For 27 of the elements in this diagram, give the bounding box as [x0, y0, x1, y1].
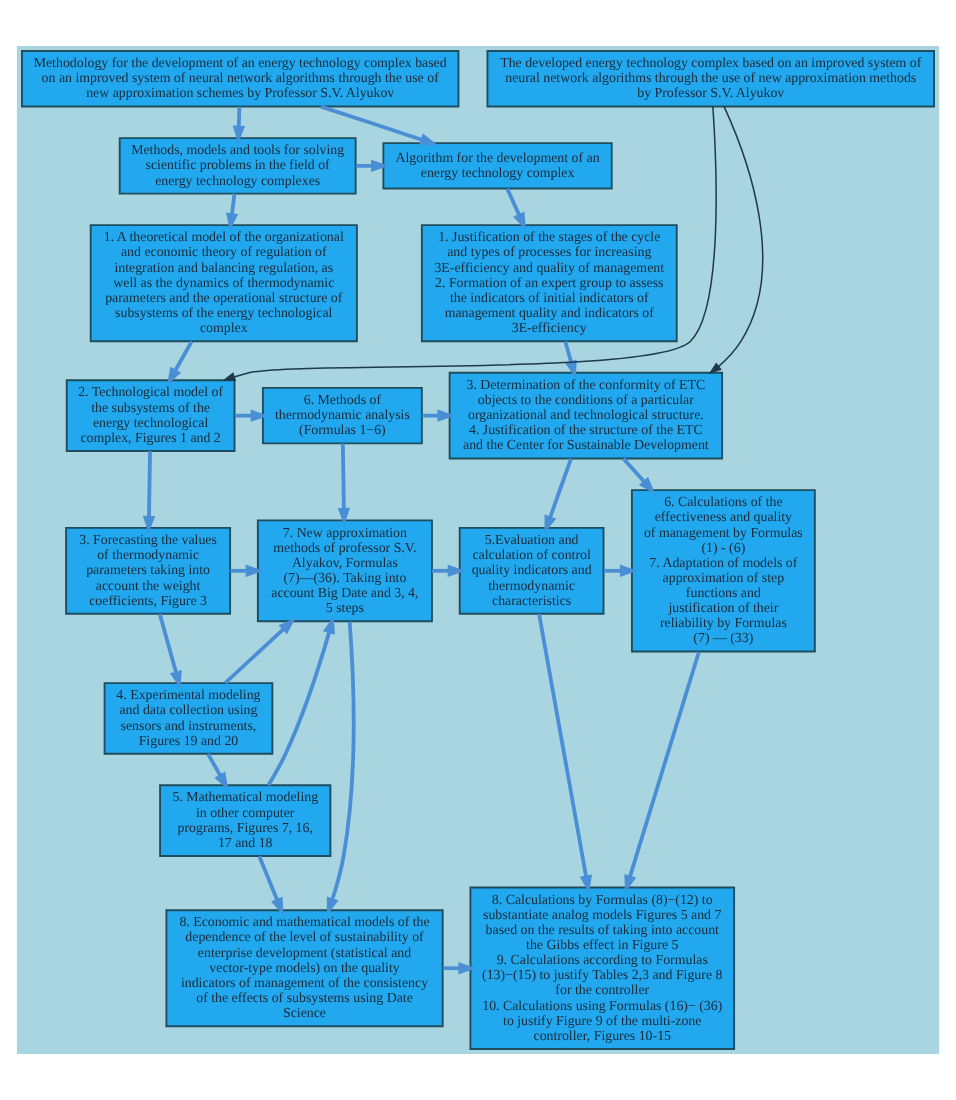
arrow	[355, 159, 389, 173]
arrow	[505, 187, 527, 231]
arrow	[544, 457, 573, 534]
arrow	[232, 106, 245, 144]
arrow	[337, 443, 351, 526]
arrow	[326, 621, 356, 916]
arrow	[320, 104, 438, 146]
arrow	[157, 613, 182, 689]
arrow	[266, 615, 335, 787]
arrow	[422, 409, 456, 422]
arrow	[622, 457, 656, 494]
arrow	[206, 753, 229, 790]
arrow	[222, 105, 717, 382]
arrow	[224, 617, 296, 685]
arrow	[708, 105, 764, 375]
arrow	[624, 651, 701, 893]
arrow	[603, 564, 638, 577]
arrow	[432, 564, 466, 577]
arrow	[234, 409, 269, 422]
arrow	[257, 855, 284, 916]
arrow	[230, 564, 264, 577]
arrow	[225, 193, 239, 231]
arrow	[167, 340, 194, 386]
arrow	[563, 340, 577, 379]
arrow	[537, 613, 593, 894]
arrow	[142, 451, 156, 534]
arrow	[442, 962, 477, 975]
